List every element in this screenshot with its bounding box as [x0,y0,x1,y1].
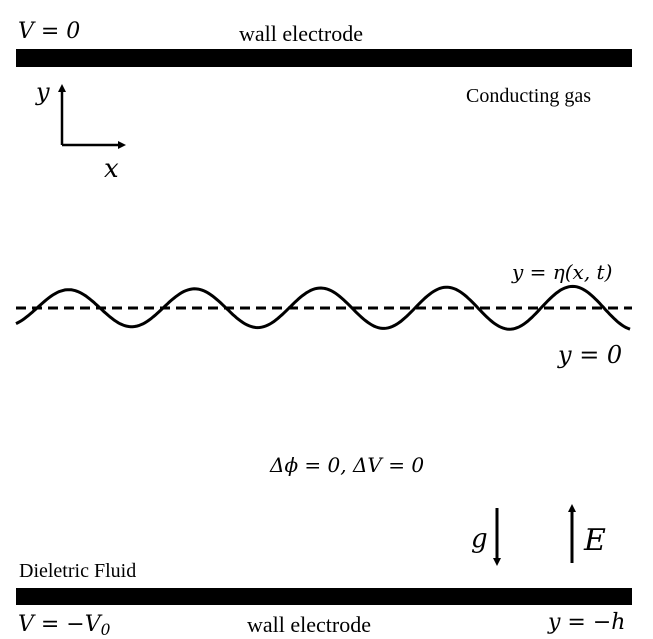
gravity-label: g [471,524,488,554]
interface-equation: y = η(x, t) [512,260,613,284]
top-wall-label: wall electrode [239,21,363,46]
bottom-wall-position: y = −h [548,610,626,635]
bottom-wall-potential: V = −V0 [18,612,111,639]
interface-baseline-label: y = 0 [558,341,623,369]
top-wall-electrode [16,49,632,67]
x-axis-label: x [104,154,119,184]
field-label: E [584,523,606,558]
lower-region-label: Dieletric Fluid [19,560,137,582]
jump-conditions: Δϕ = 0, ΔV = 0 [270,453,425,477]
axes-icon [58,84,126,149]
bottom-wall-label: wall electrode [247,612,371,637]
interface-wave [15,284,631,331]
bottom-wall-electrode [16,588,632,605]
upper-region-label: Conducting gas [466,85,591,107]
y-axis-label: y [36,78,50,106]
top-wall-potential: V = 0 [18,19,81,44]
